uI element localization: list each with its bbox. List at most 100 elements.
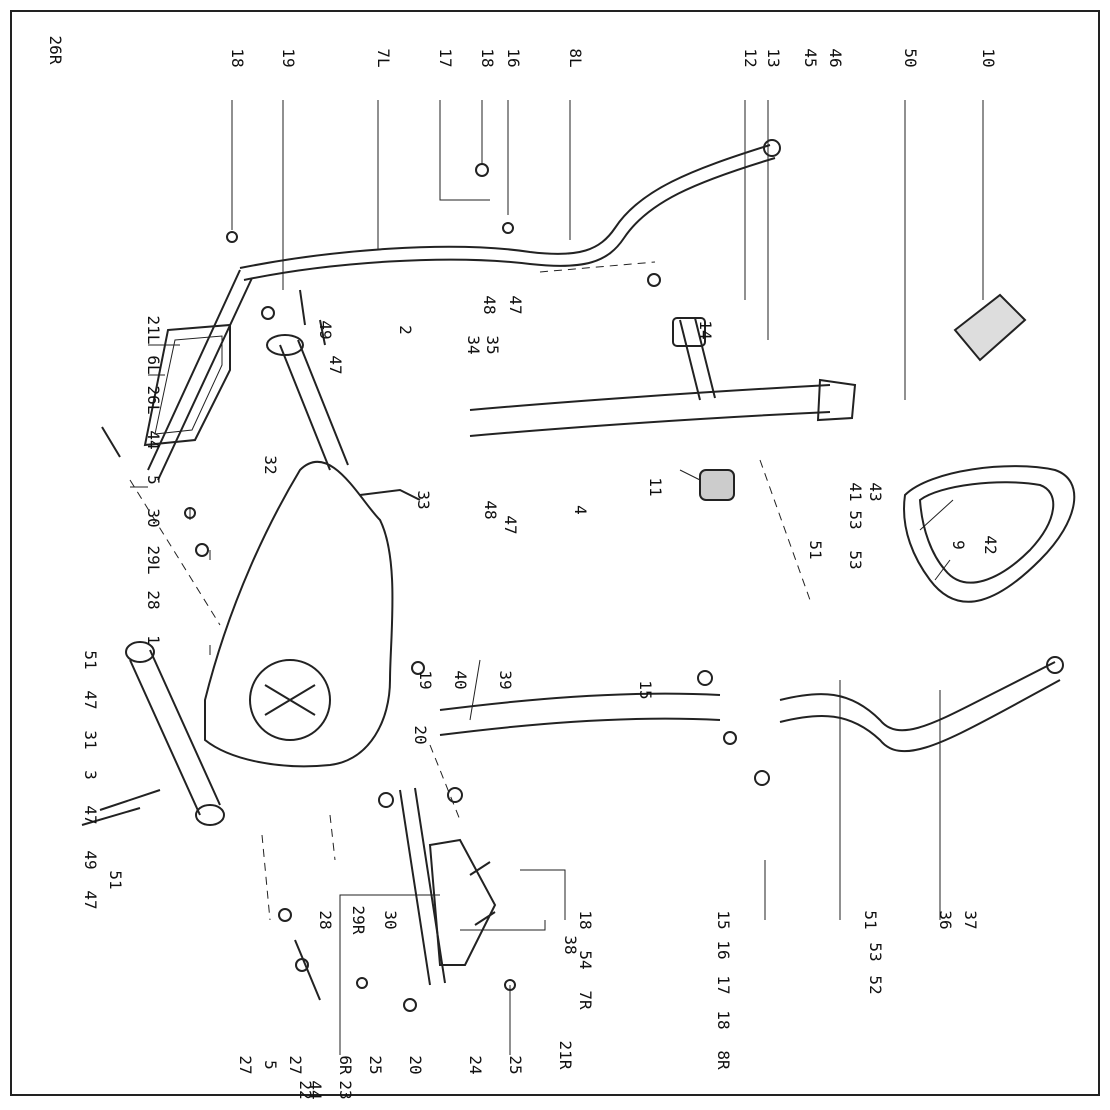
bushing-ring: [647, 273, 661, 287]
part-label: 28: [144, 590, 163, 609]
console: [953, 293, 1027, 362]
part-label: 18: [576, 910, 595, 929]
part-label: 28: [316, 910, 335, 929]
stabilizer-end-cap-bottom: [195, 804, 225, 826]
part-label: 7R: [576, 990, 595, 1010]
part-label: 31: [81, 730, 100, 749]
main-frame-tube: [469, 384, 831, 437]
part-label: 52: [866, 975, 885, 994]
washer: [475, 163, 489, 177]
nut: [403, 998, 417, 1012]
nut: [356, 977, 368, 989]
part-label: 29R: [349, 906, 368, 935]
part-label: 47: [81, 890, 100, 909]
part-label: 45: [801, 48, 820, 67]
right-handlebar-lower: [439, 692, 721, 736]
part-label: 49: [316, 320, 335, 339]
part-label: 38: [561, 935, 580, 954]
part-label: 39: [496, 670, 515, 689]
right-pedal-arm: [399, 787, 446, 986]
part-label: 3: [81, 770, 100, 780]
frame-end-plate: [816, 378, 857, 422]
part-label: 8R: [714, 1050, 733, 1070]
part-label: 22: [296, 1080, 315, 1099]
right-pedal: [428, 838, 497, 966]
part-label: 14: [696, 320, 715, 339]
flywheel-cover: [249, 659, 331, 741]
part-label: 17: [714, 975, 733, 994]
left-handlebar: [239, 144, 771, 269]
part-label: 6L: [144, 355, 163, 374]
part-label: 47: [501, 515, 520, 534]
seat-post-top: [266, 334, 304, 356]
part-label: 21L: [144, 316, 163, 345]
part-label: 48: [480, 295, 499, 314]
part-label: 47: [326, 355, 345, 374]
part-label: 53: [846, 510, 865, 529]
left-pedal: [143, 323, 231, 447]
part-label: 47: [81, 690, 100, 709]
part-label: 13: [764, 48, 783, 67]
part-label: 8L: [566, 48, 585, 67]
part-label: 26R: [46, 36, 65, 65]
bolts: [81, 289, 496, 1001]
part-label: 46: [826, 48, 845, 67]
part-label: 34: [464, 335, 483, 354]
part-label: 5: [261, 1060, 280, 1070]
part-label: 49: [81, 850, 100, 869]
part-label: 51: [861, 910, 880, 929]
part-label: 51: [81, 650, 100, 669]
part-label: 40: [451, 670, 470, 689]
part-label: 26L: [144, 386, 163, 415]
washer: [226, 231, 238, 243]
front-handlebar-inner: [918, 481, 1055, 584]
stabilizer-end-cap-top: [125, 641, 155, 663]
part-label: 51: [806, 540, 825, 559]
right-handlebar-end-cap: [1046, 656, 1064, 674]
diagram-border: [10, 10, 1100, 1096]
washer: [411, 661, 425, 675]
part-label: 53: [846, 550, 865, 569]
parts-drawing: [81, 139, 1076, 1012]
bracket: [359, 488, 421, 501]
part-label: 19: [416, 670, 435, 689]
part-label: 18: [228, 48, 247, 67]
part-label: 47: [81, 805, 100, 824]
part-label: 18: [478, 48, 497, 67]
part-label: 17: [436, 48, 455, 67]
part-label: 41: [846, 482, 865, 501]
left-pedal-tread: [154, 335, 223, 435]
part-label: 53: [866, 942, 885, 961]
part-label: 30: [144, 508, 163, 527]
part-label: 44: [306, 1080, 325, 1099]
rear-stabilizer: [129, 649, 221, 816]
nut: [447, 787, 463, 803]
right-handlebar-upper: [779, 661, 1061, 753]
part-label: 19: [279, 48, 298, 67]
part-label: 12: [741, 48, 760, 67]
bushing-ring: [697, 670, 713, 686]
part-label: 16: [714, 940, 733, 959]
part-label: 47: [506, 295, 525, 314]
part-label: 15: [714, 910, 733, 929]
part-label: 24: [466, 1055, 485, 1074]
part-label: 36: [936, 910, 955, 929]
part-label: 43: [866, 482, 885, 501]
part-label: 16: [504, 48, 523, 67]
tension-knob: [699, 469, 735, 501]
part-label: 20: [411, 725, 430, 744]
part-label: 33: [414, 490, 433, 509]
left-handlebar-end-cap: [763, 139, 781, 157]
part-label: 18: [714, 1010, 733, 1029]
part-label: 25: [506, 1055, 525, 1074]
main-body-shroud: [204, 460, 394, 768]
column-shaft: [679, 317, 716, 401]
part-label: 10: [979, 48, 998, 67]
nut: [278, 908, 292, 922]
nut: [195, 543, 209, 557]
left-pedal-arm: [147, 269, 253, 481]
part-label: 20: [406, 1055, 425, 1074]
